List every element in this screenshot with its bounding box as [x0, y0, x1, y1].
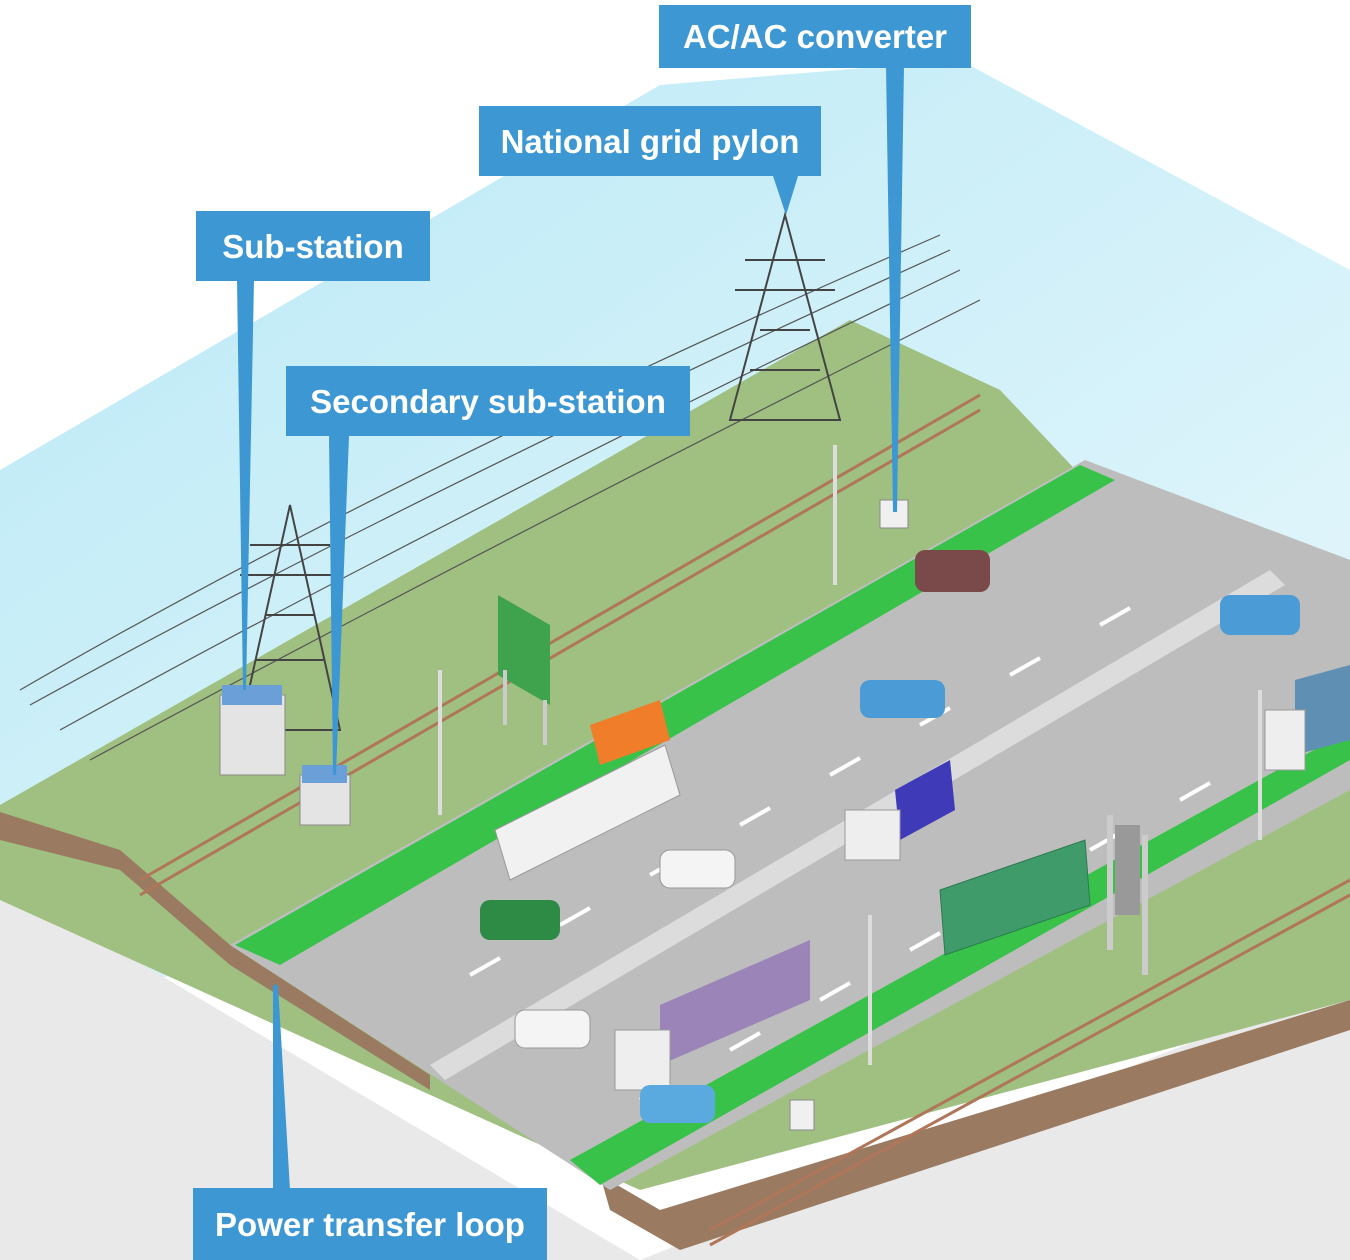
- road-surface: [230, 460, 1350, 1190]
- charging-lane-lower: [570, 730, 1350, 1185]
- truck-icon: [590, 700, 670, 765]
- car-icon: [514, 1009, 591, 1049]
- substation-icon: [299, 765, 351, 826]
- car-icon: [640, 1085, 715, 1123]
- soil-edge-left: [0, 812, 430, 1090]
- substation-icon: [219, 685, 286, 776]
- ground-base: [0, 880, 1350, 1260]
- pylon-icon: [728, 211, 842, 421]
- pylon-icon: [238, 504, 342, 731]
- label-power-transfer-loop: Power transfer loop: [193, 1188, 547, 1260]
- callout-pointers: [237, 66, 904, 1190]
- label-sub-station: Sub-station: [196, 211, 430, 281]
- converter-icon: [789, 1099, 815, 1131]
- truck-icon: [614, 940, 810, 1091]
- car-icon: [860, 680, 945, 718]
- label-ac-ac-converter: AC/AC converter: [659, 5, 971, 68]
- car-icon: [480, 900, 560, 940]
- car-icon: [1220, 595, 1300, 635]
- gantry-icon: [1107, 815, 1148, 975]
- truck-icon: [844, 760, 955, 861]
- bus-icon: [939, 839, 1091, 956]
- car-icon: [659, 849, 736, 889]
- power-lines: [19, 234, 981, 761]
- road-sign-icon: [498, 595, 550, 745]
- truck-icon: [1264, 665, 1350, 771]
- car-icon: [915, 550, 990, 592]
- truck-icon: [494, 744, 681, 881]
- street-lamp-icon: [438, 445, 1262, 1065]
- charging-lane-upper: [235, 465, 1115, 965]
- fence-icon: [139, 393, 1350, 1247]
- label-secondary-sub-station: Secondary sub-station: [286, 366, 690, 436]
- label-national-grid-pylon: National grid pylon: [479, 106, 821, 176]
